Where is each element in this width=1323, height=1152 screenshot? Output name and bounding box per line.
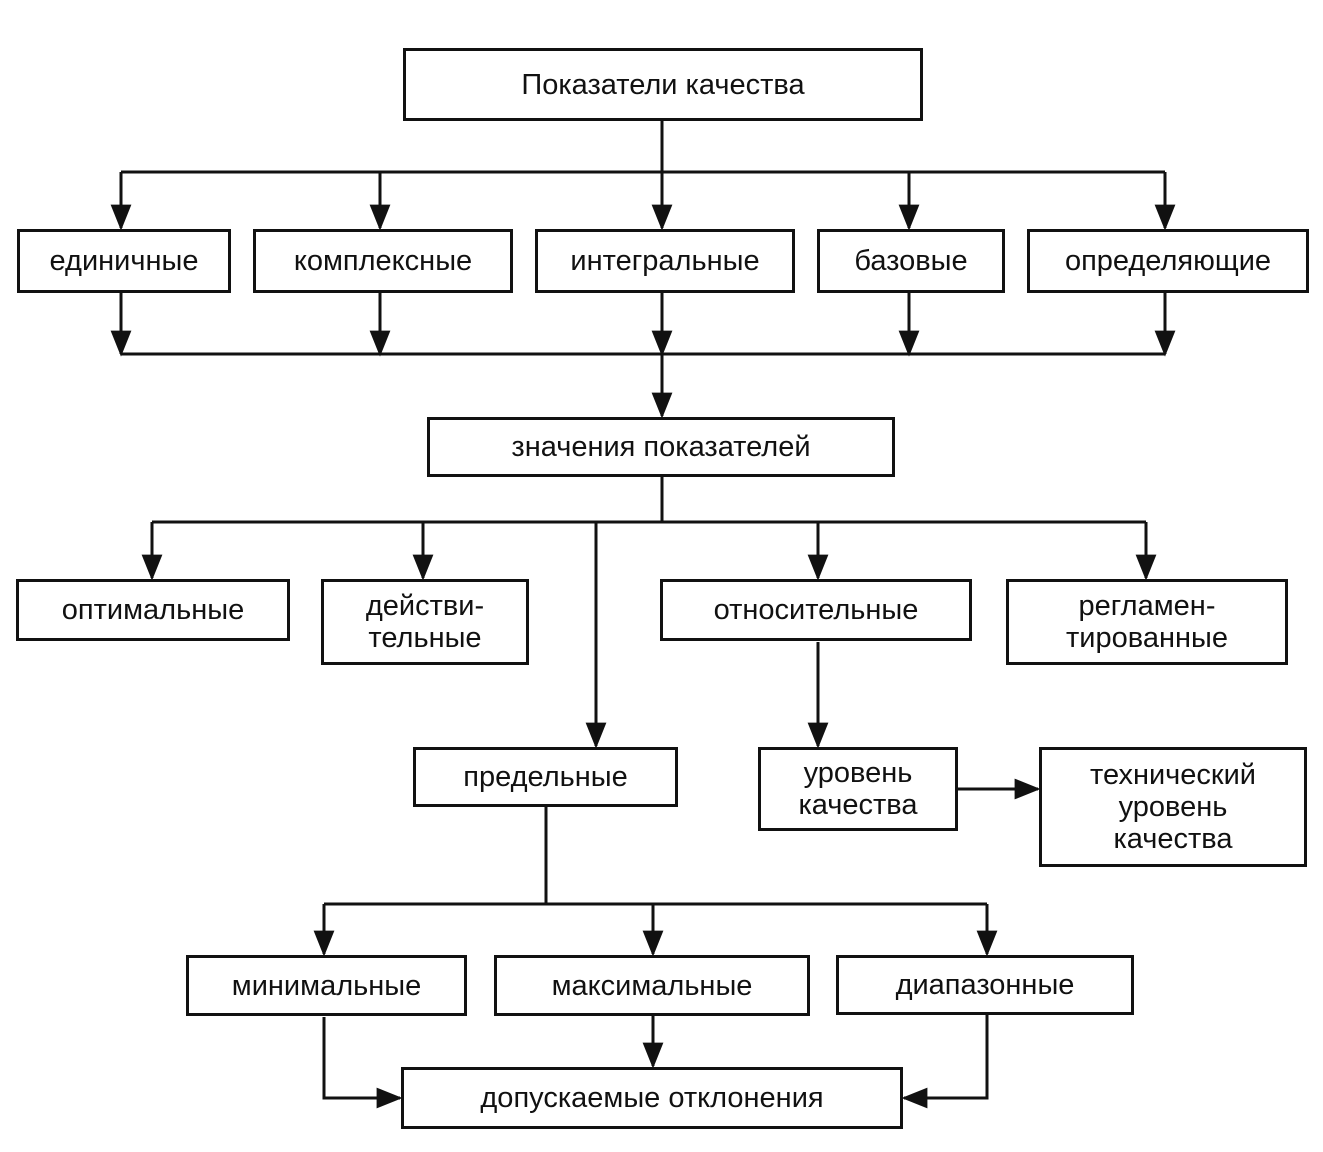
arrow-minimal-to-tolerances	[322, 1017, 403, 1109]
node-defining: определяющие	[1027, 229, 1309, 293]
node-complex: комплексные	[253, 229, 513, 293]
node-optimal: оптимальные	[16, 579, 290, 641]
node-limit: предельные	[413, 747, 678, 807]
node-regulated: регламен- тированные	[1006, 579, 1288, 665]
node-tech-quality-level: технический уровень качества	[1039, 747, 1307, 867]
node-relative: относительные	[660, 579, 972, 641]
node-tolerances: допускаемые отклонения	[401, 1067, 903, 1129]
node-base: базовые	[817, 229, 1005, 293]
node-single: единичные	[17, 229, 231, 293]
node-minimal: минимальные	[186, 955, 467, 1016]
node-actual: действи- тельные	[321, 579, 529, 665]
node-quality-level: уровень качества	[758, 747, 958, 831]
node-integral: интегральные	[535, 229, 795, 293]
node-range: диапазонные	[836, 955, 1134, 1015]
arrow-range-to-tolerances	[901, 1014, 989, 1109]
node-root: Показатели качества	[403, 48, 923, 121]
node-maximal: максимальные	[494, 955, 810, 1016]
node-values: значения показателей	[427, 417, 895, 477]
